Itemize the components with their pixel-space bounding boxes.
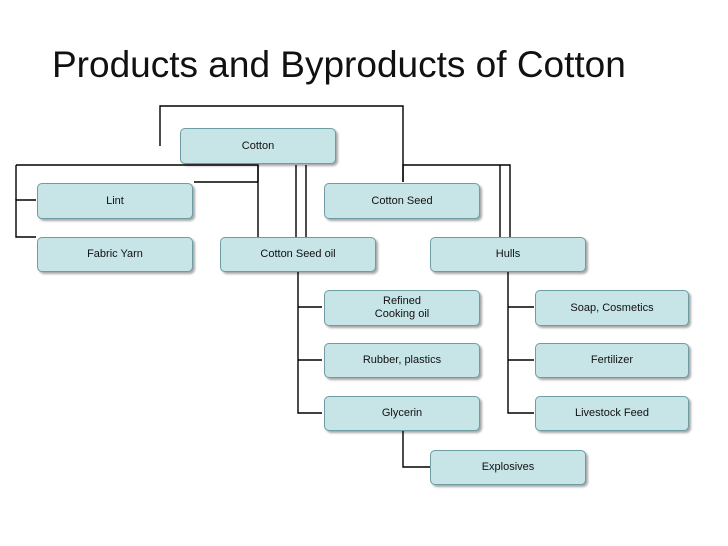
node-hulls: Hulls	[430, 237, 586, 272]
connector-hulls-branch	[507, 272, 534, 414]
node-rubber-plastics: Rubber, plastics	[324, 343, 480, 378]
connector-top-left	[16, 164, 259, 182]
node-lint: Lint	[37, 183, 193, 219]
node-refined-cooking-oil: Refined Cooking oil	[324, 290, 480, 326]
node-livestock-feed: Livestock Feed	[535, 396, 689, 431]
node-fertilizer: Fertilizer	[535, 343, 689, 378]
connector-oil-branch	[297, 272, 322, 414]
page-title: Products and Byproducts of Cotton	[52, 44, 626, 85]
node-explosives: Explosives	[430, 450, 586, 485]
connector-glycerin-explosives	[402, 430, 430, 468]
connector-lint-frame	[15, 199, 36, 238]
node-cotton-seed: Cotton Seed	[324, 183, 480, 219]
node-glycerin: Glycerin	[324, 396, 480, 431]
node-cotton: Cotton	[180, 128, 336, 164]
connector-cotton-frame	[159, 105, 404, 182]
node-cotton-seed-oil: Cotton Seed oil	[220, 237, 376, 272]
node-soap-cosmetics: Soap, Cosmetics	[535, 290, 689, 326]
connector-seed-hulls	[402, 164, 511, 255]
node-fabric-yarn: Fabric Yarn	[37, 237, 193, 272]
